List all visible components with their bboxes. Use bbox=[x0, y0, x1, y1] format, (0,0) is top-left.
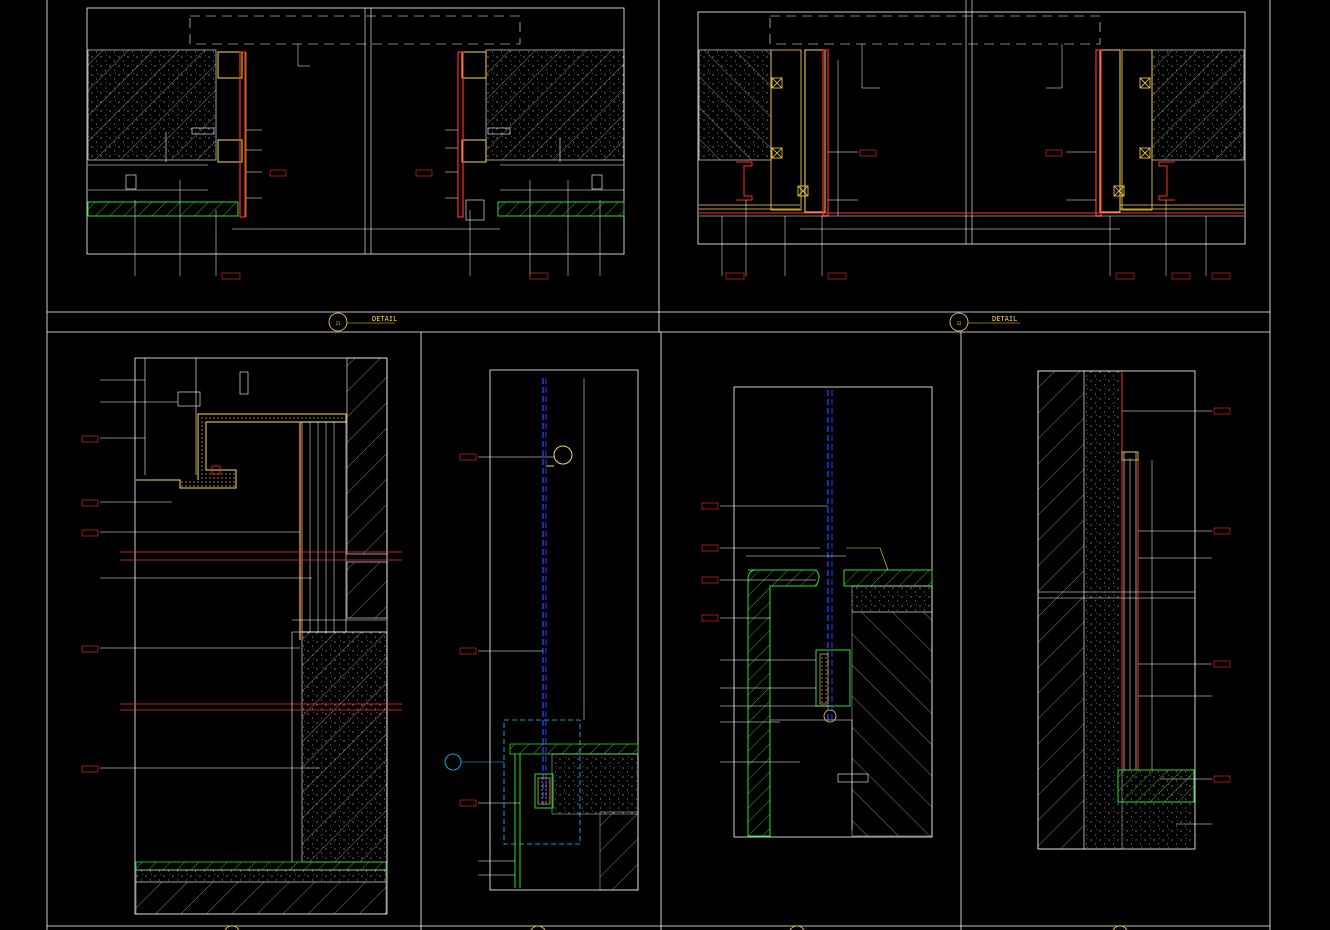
ceiling-dashed-line bbox=[189, 15, 521, 45]
detail-22-border bbox=[697, 11, 1246, 245]
floor-finish-left bbox=[87, 201, 239, 217]
detail-22-number: 22 bbox=[957, 321, 962, 326]
detail-22-title: DETAIL bbox=[992, 315, 1017, 323]
ceiling-dashed-line-2 bbox=[769, 15, 1101, 45]
ceiling-soffit bbox=[136, 413, 347, 489]
detail-b-border bbox=[489, 369, 639, 891]
detail-21-title: DETAIL bbox=[372, 315, 397, 323]
detail-glass-step bbox=[701, 386, 933, 838]
detail-22: 22 DETAIL bbox=[697, 0, 1246, 332]
detail-21-number: 21 bbox=[336, 321, 341, 326]
detail-wall-section bbox=[1037, 370, 1231, 850]
detail-ceiling-wall bbox=[81, 357, 402, 915]
detail-21-bubble bbox=[328, 312, 348, 332]
step-nosing bbox=[747, 569, 820, 837]
detail-glass-rail bbox=[444, 369, 639, 891]
detail-22-bubble bbox=[949, 312, 969, 332]
floor-finish-right bbox=[497, 201, 625, 217]
callout-bubble bbox=[444, 753, 462, 771]
bottom-detail-bubbles bbox=[224, 925, 1128, 930]
detail-21: 21 DETAIL bbox=[86, 7, 625, 332]
handrail bbox=[553, 445, 573, 465]
sheet-frame bbox=[46, 0, 1271, 930]
